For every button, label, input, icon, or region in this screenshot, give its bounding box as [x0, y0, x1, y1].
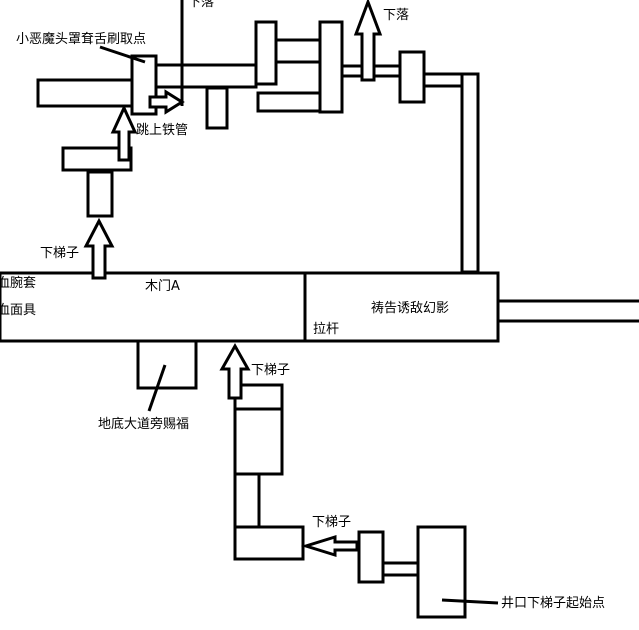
ledge-post	[86, 170, 114, 218]
hanging-block	[205, 86, 229, 130]
right-valve-block	[398, 50, 426, 104]
fall-label-top-left: 下落	[188, 0, 215, 10]
wooden-door-label: 木门A	[145, 279, 180, 294]
goblin-mask-block	[130, 54, 158, 116]
road-pointer-line	[147, 364, 167, 412]
upper-column	[254, 20, 278, 86]
vertical-pipe-right	[460, 72, 480, 274]
goblin-pointer-line	[99, 45, 146, 64]
tall-column-center	[318, 20, 344, 114]
arrow-left-ladder-low	[300, 534, 359, 558]
well-pointer-line	[441, 598, 499, 605]
pray-lure-label: 祷告诱敌幻影	[371, 301, 450, 316]
well-connector-pipe	[381, 561, 420, 577]
arrow-up-fall-right	[353, 0, 383, 82]
pipe-center	[274, 38, 322, 64]
lever-label: 拉杆	[313, 322, 340, 337]
ladder-down-low-label: 下梯子	[312, 515, 352, 530]
ladder-bottom-platform	[233, 525, 305, 561]
arrow-up-jump	[110, 104, 138, 162]
main-corridor	[0, 271, 307, 343]
ladder-down-left-label: 下梯子	[40, 246, 80, 261]
pipe-lower-center	[256, 91, 322, 113]
ladder-shaft-lower	[233, 472, 261, 529]
pipe-upper-beam	[154, 63, 258, 89]
underground-road-block	[136, 339, 198, 390]
well-start-label: 井口下梯子起始点	[501, 596, 606, 611]
arrow-up-ladder-mid	[219, 342, 251, 400]
well-start-block	[416, 525, 467, 619]
jump-ledge	[61, 146, 133, 172]
underground-road-label: 地底大道旁赐福	[98, 417, 190, 432]
arrow-right-pipe	[148, 89, 185, 115]
jump-pipe-label: 跳上铁管	[136, 123, 189, 138]
blood-mask-label: 血面具	[0, 303, 37, 318]
goblin-mask-label: 小恶魔头罩耷舌刷取点	[16, 32, 147, 47]
long-pipe-left	[36, 78, 136, 108]
arrow-up-ladder-left	[83, 217, 115, 280]
corridor-exit-pipe	[496, 299, 639, 323]
right-chamber	[303, 271, 500, 343]
well-connector-block	[357, 530, 385, 584]
ladder-down-mid-label: 下梯子	[251, 363, 291, 378]
ladder-shaft-upper	[233, 407, 284, 476]
fall-label-top-right: 下落	[383, 8, 410, 23]
wrist-guard-label: 血腕套	[0, 276, 37, 291]
